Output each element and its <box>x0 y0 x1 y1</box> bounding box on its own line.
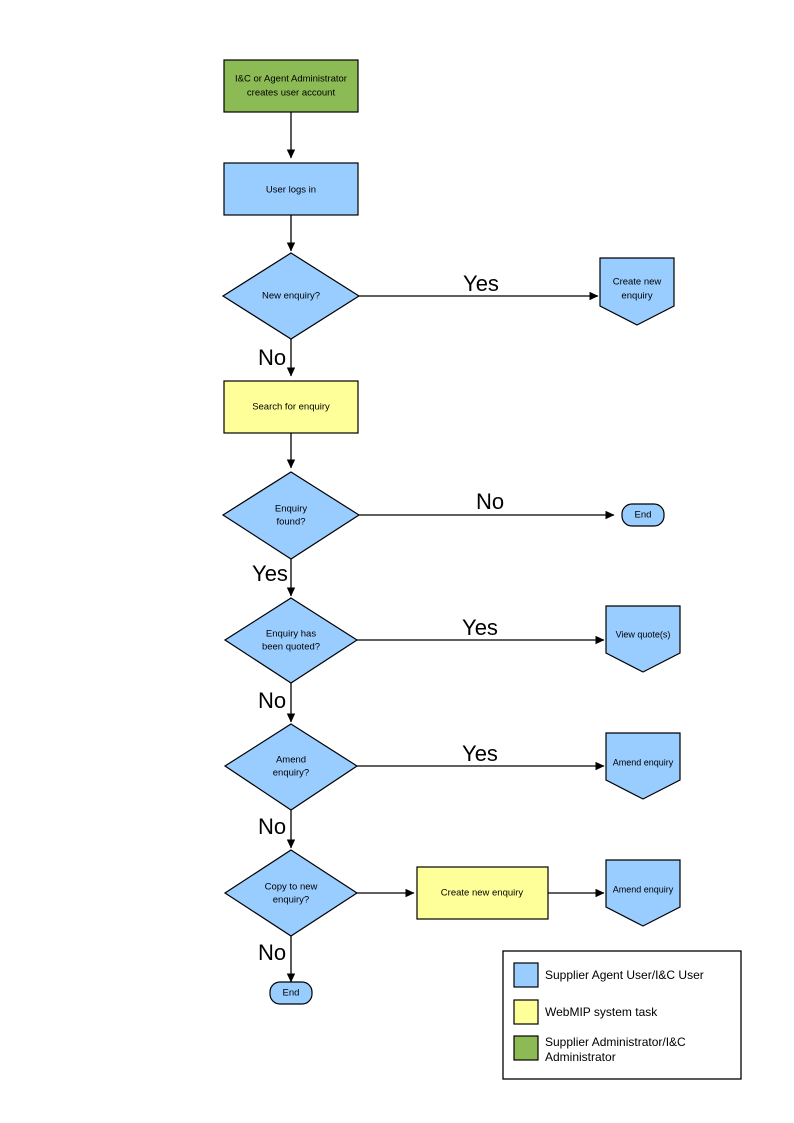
node-label: enquiry <box>621 291 652 302</box>
edge-label-quoted-no: No <box>258 688 286 713</box>
legend-label-admin-1: Supplier Administrator/I&C <box>545 1035 686 1049</box>
node-user-logs-in[interactable]: User logs in <box>223 162 359 216</box>
node-enquiry-quoted-decision[interactable]: Enquiry has been quoted? <box>223 597 359 684</box>
node-amend-enquiry-manual[interactable]: Amend enquiry <box>605 732 681 800</box>
node-label: New enquiry? <box>262 291 320 302</box>
node-admin-creates-account[interactable]: I&C or Agent Administrator creates user … <box>223 59 359 113</box>
legend-label-user: Supplier Agent User/I&C User <box>545 968 704 982</box>
edge-label-quoted-yes: Yes <box>462 615 498 640</box>
node-label: Amend <box>276 755 306 766</box>
node-label: creates user account <box>247 88 336 99</box>
node-amend-enquiry-manual-copy[interactable]: Amend enquiry <box>605 859 681 927</box>
node-label: Enquiry has <box>266 629 316 640</box>
node-create-new-enquiry-system[interactable]: Create new enquiry <box>416 866 549 920</box>
node-label: End <box>635 510 652 521</box>
node-amend-enquiry-decision[interactable]: Amend enquiry? <box>223 723 359 811</box>
node-label: End <box>283 988 300 999</box>
legend-swatch-user <box>513 962 539 988</box>
edge-label-new-enquiry-yes: Yes <box>463 271 499 296</box>
node-label: Create new enquiry <box>441 888 524 899</box>
node-view-quotes-manual[interactable]: View quote(s) <box>605 605 681 673</box>
legend-item-admin: Supplier Administrator/I&C Administrator <box>513 1035 686 1064</box>
legend-swatch-admin <box>513 1035 539 1061</box>
node-end-terminator-found[interactable]: End <box>621 503 665 527</box>
node-label: enquiry? <box>273 895 309 906</box>
edge-label-copy-no: No <box>258 940 286 965</box>
node-end-terminator-final[interactable]: End <box>269 981 313 1005</box>
node-create-new-enquiry-manual[interactable]: Create new enquiry <box>599 257 675 326</box>
node-label: Amend enquiry <box>613 884 674 894</box>
node-label: Create new <box>613 277 662 288</box>
node-label: found? <box>276 517 305 528</box>
legend-label-system: WebMIP system task <box>545 1005 658 1019</box>
node-label: been quoted? <box>262 642 320 653</box>
node-label: User logs in <box>266 185 316 196</box>
legend-item-user: Supplier Agent User/I&C User <box>513 962 704 988</box>
edge-label-found-no: No <box>476 489 504 514</box>
edge-label-amend-no: No <box>258 814 286 839</box>
legend-swatch-system <box>513 999 539 1025</box>
node-label: Enquiry <box>275 504 307 515</box>
legend-item-system: WebMIP system task <box>513 999 658 1025</box>
node-copy-to-new-enquiry-decision[interactable]: Copy to new enquiry? <box>223 849 359 937</box>
node-new-enquiry-decision[interactable]: New enquiry? <box>221 252 361 340</box>
legend-label-admin-2: Administrator <box>545 1050 616 1064</box>
node-search-for-enquiry[interactable]: Search for enquiry <box>223 380 359 434</box>
node-label: enquiry? <box>273 768 309 779</box>
edge-label-new-enquiry-no: No <box>258 345 286 370</box>
node-enquiry-found-decision[interactable]: Enquiry found? <box>221 471 361 560</box>
legend: Supplier Agent User/I&C User WebMIP syst… <box>502 950 742 1080</box>
node-label: Copy to new <box>265 882 318 893</box>
node-label: I&C or Agent Administrator <box>235 74 347 85</box>
edge-label-found-yes: Yes <box>252 561 288 586</box>
legend-border <box>502 950 742 1080</box>
node-label: Search for enquiry <box>252 402 330 413</box>
node-label: Amend enquiry <box>613 757 674 767</box>
node-label: View quote(s) <box>616 629 671 639</box>
edge-label-amend-yes: Yes <box>462 741 498 766</box>
